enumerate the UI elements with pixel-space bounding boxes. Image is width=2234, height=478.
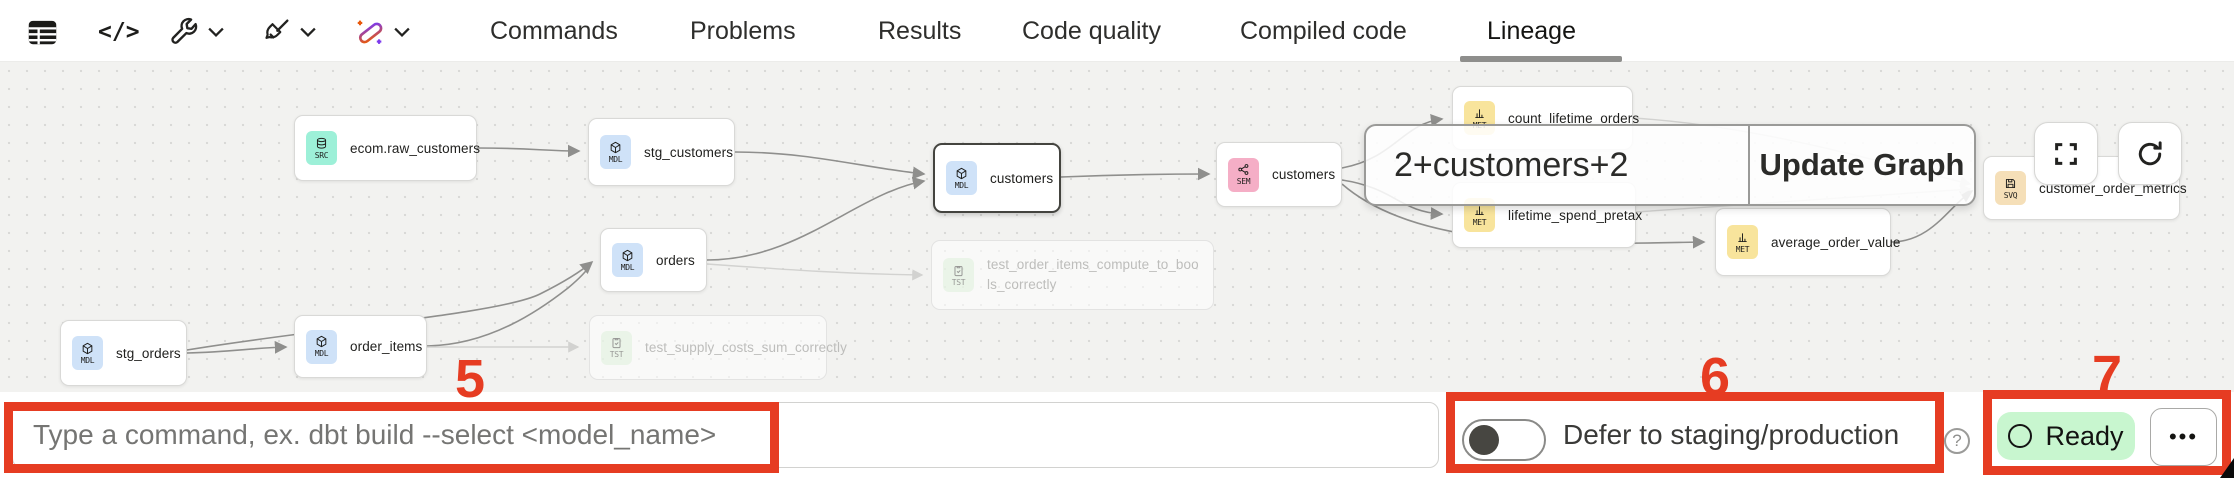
- lineage-canvas[interactable]: SRC ecom.raw_customers MDL stg_customers…: [0, 62, 2234, 392]
- badge-type-label: MDL: [954, 180, 969, 190]
- bar-chart-icon: [1738, 232, 1747, 242]
- node-label: orders: [656, 252, 695, 268]
- test-badge: TST: [601, 330, 632, 365]
- node-label: average_order_value: [1771, 234, 1901, 250]
- chevron-down-icon: [300, 27, 316, 38]
- cube-icon: [956, 167, 967, 179]
- node-label: stg_orders: [116, 345, 181, 361]
- test-badge: TST: [943, 258, 974, 292]
- cube-icon: [82, 342, 93, 354]
- code-view-button[interactable]: </>: [98, 14, 140, 50]
- model-badge: MDL: [946, 161, 977, 195]
- tab-compiled-code[interactable]: Compiled code: [1240, 17, 1407, 45]
- badge-type-label: SEM: [1236, 177, 1251, 186]
- cube-icon: [316, 335, 327, 348]
- save-icon: [2005, 178, 2016, 188]
- cleanup-button[interactable]: [260, 14, 316, 50]
- tab-lineage[interactable]: Lineage: [1487, 17, 1576, 45]
- clipboard-check-icon: [612, 337, 621, 349]
- tab-results[interactable]: Results: [878, 17, 962, 45]
- graph-node-ecom-raw-customers[interactable]: SRC ecom.raw_customers: [294, 115, 481, 181]
- metric-badge: MET: [1727, 225, 1758, 259]
- graph-node-customers-semantic[interactable]: SEM customers: [1216, 142, 1342, 207]
- update-graph-button[interactable]: Update Graph: [1748, 126, 1974, 204]
- semantic-badge: SEM: [1228, 157, 1259, 192]
- help-icon[interactable]: ?: [1944, 428, 1970, 454]
- defer-toggle[interactable]: [1462, 419, 1546, 461]
- fullscreen-icon: [2055, 142, 2077, 165]
- badge-type-label: MDL: [620, 262, 635, 272]
- graph-node-test-order-items[interactable]: TST test_order_items_compute_to_bools_co…: [931, 240, 1214, 310]
- tab-code-quality[interactable]: Code quality: [1022, 17, 1161, 45]
- source-badge: SRC: [306, 131, 337, 165]
- badge-type-label: MDL: [608, 154, 623, 164]
- bar-chart-icon: [1475, 108, 1484, 118]
- code-icon: </>: [98, 19, 140, 45]
- node-label: customers: [1272, 167, 1336, 182]
- node-label: stg_customers: [644, 144, 734, 160]
- command-input[interactable]: [12, 402, 1439, 468]
- ai-assist-button[interactable]: [354, 14, 410, 50]
- node-label: customers: [990, 170, 1054, 186]
- clipboard-check-icon: [954, 265, 963, 276]
- node-label: order_items: [350, 339, 423, 354]
- table-view-button[interactable]: [26, 14, 59, 50]
- graph-node-orders[interactable]: MDL orders: [600, 228, 707, 292]
- build-tools-button[interactable]: [168, 14, 224, 50]
- model-badge: MDL: [72, 336, 103, 370]
- badge-type-label: MET: [1472, 217, 1487, 227]
- graph-node-customers-model[interactable]: MDL customers: [933, 143, 1061, 213]
- lineage-selector-overlay: 2+customers+2 Update Graph: [1364, 124, 1976, 206]
- cube-icon: [610, 141, 621, 153]
- graph-node-stg-orders[interactable]: MDL stg_orders: [60, 320, 187, 386]
- status-label: Ready: [2045, 420, 2124, 451]
- broom-icon: [265, 19, 289, 39]
- refresh-graph-button[interactable]: [2118, 122, 2182, 185]
- share-nodes-icon: [1238, 164, 1249, 175]
- active-tab-underline: [1460, 56, 1622, 62]
- graph-node-test-supply-costs[interactable]: TST test_supply_costs_sum_correctly: [589, 315, 847, 380]
- chevron-down-icon: [208, 27, 224, 38]
- wrench-icon: [171, 17, 198, 44]
- model-badge: MDL: [600, 135, 631, 169]
- tab-commands[interactable]: Commands: [490, 17, 618, 45]
- magic-wand-icon: [357, 20, 383, 44]
- overflow-menu-button[interactable]: •••: [2150, 408, 2217, 466]
- status-circle-icon: [2008, 424, 2033, 448]
- fullscreen-button[interactable]: [2034, 122, 2098, 185]
- status-badge[interactable]: Ready: [1997, 412, 2135, 460]
- cube-icon: [622, 249, 633, 261]
- selector-input[interactable]: 2+customers+2: [1394, 145, 1629, 184]
- tab-problems[interactable]: Problems: [690, 17, 796, 45]
- node-label: lifetime_spend_pretax: [1508, 207, 1643, 223]
- refresh-icon: [2138, 140, 2162, 165]
- graph-node-order-items[interactable]: MDL order_items: [294, 315, 427, 378]
- model-badge: MDL: [306, 329, 337, 364]
- badge-type-label: MDL: [80, 355, 95, 365]
- badge-type-label: TST: [609, 350, 624, 359]
- command-bar: Defer to staging/production ? Ready •••: [0, 392, 2234, 478]
- graph-node-stg-customers[interactable]: MDL stg_customers: [588, 118, 735, 186]
- bar-chart-icon: [1475, 205, 1484, 215]
- node-label: test_supply_costs_sum_correctly: [645, 340, 847, 355]
- chevron-down-icon: [394, 27, 410, 38]
- node-label: ecom.raw_customers: [350, 140, 481, 156]
- model-badge: MDL: [612, 243, 643, 277]
- defer-label: Defer to staging/production: [1563, 419, 1900, 450]
- badge-type-label: MET: [1735, 244, 1750, 254]
- node-label: count_lifetime_orders: [1508, 110, 1640, 126]
- table-icon: [28, 20, 57, 44]
- saved-query-badge: SVQ: [1995, 171, 2026, 205]
- badge-type-label: MDL: [314, 349, 329, 358]
- graph-node-average-order-value[interactable]: MET average_order_value: [1715, 208, 1900, 276]
- top-toolbar: </> Commands Problems Results Code quali…: [0, 0, 2234, 62]
- database-icon: [316, 137, 327, 149]
- toggle-knob: [1469, 425, 1499, 455]
- badge-type-label: SVQ: [2003, 190, 2018, 200]
- badge-type-label: SRC: [314, 150, 329, 160]
- node-label: test_order_items_compute_to_bools_correc…: [987, 257, 1199, 292]
- badge-type-label: TST: [951, 277, 966, 287]
